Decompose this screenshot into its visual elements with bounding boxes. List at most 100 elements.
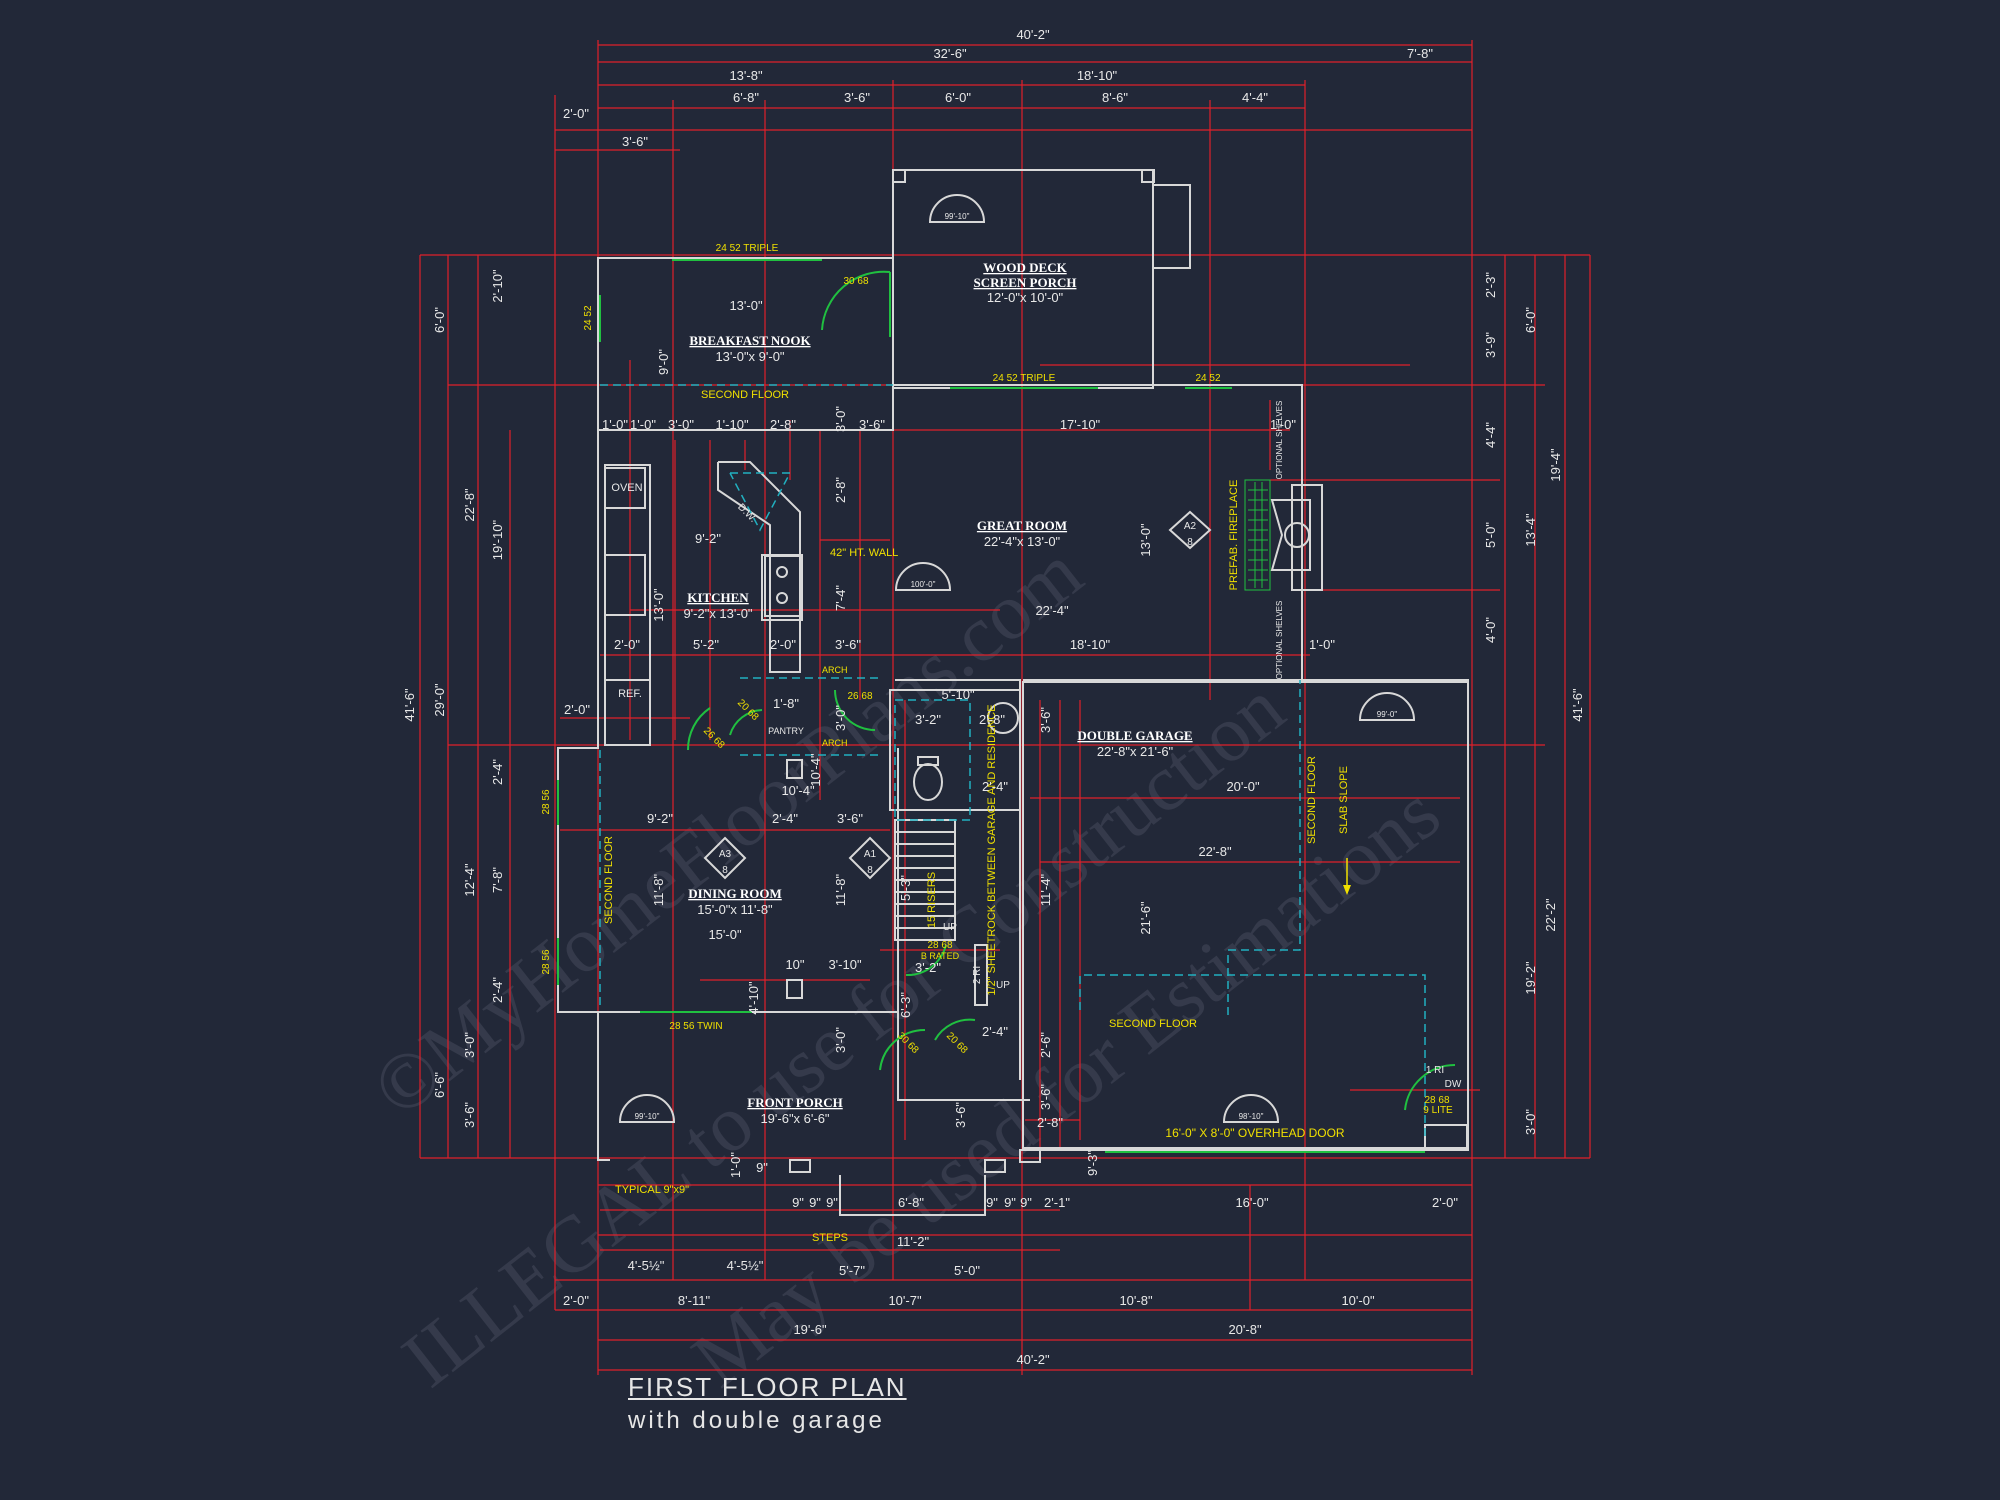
dim-d12: 3'-10" xyxy=(828,957,862,972)
second-floor-label-2: SECOND FLOOR xyxy=(603,836,615,924)
section-marker-a3: A3 8 xyxy=(703,836,747,880)
dim-d15: 3'-0" xyxy=(833,1027,848,1053)
dim-great-wide: 22'-4" xyxy=(1035,603,1069,618)
dim-d1: 9'-2" xyxy=(647,811,673,826)
dim-m5: 3'-2" xyxy=(915,712,941,727)
fan-label-1: 99'-10" xyxy=(945,212,970,221)
fan-label-4: 99'-10" xyxy=(635,1112,660,1121)
door-2868-b-label: 28 68 xyxy=(1424,1095,1449,1106)
door-2668-b-label: 26 68 xyxy=(847,691,872,702)
second-floor-label-3: SECOND FLOOR xyxy=(1109,1018,1197,1030)
door-2668-a-label: 26 68 xyxy=(701,725,727,751)
dim-d16: 6'-3" xyxy=(898,992,913,1018)
dim-r7: 3'-6" xyxy=(859,417,885,432)
dim-m2: 5'-10" xyxy=(941,687,975,702)
typical-post-label: TYPICAL 9"x9" xyxy=(615,1184,689,1196)
dim-k9: 3'-6" xyxy=(835,637,861,652)
dim-b17: 5'-7" xyxy=(839,1263,865,1278)
ri-label-2: 2 RI xyxy=(972,966,983,984)
dim-d3: 3'-6" xyxy=(837,811,863,826)
room-great-room-size: 22'-4"x 13'-0" xyxy=(984,534,1061,549)
dim-d7: 15'-0" xyxy=(708,927,742,942)
dim-r2: 1'-0" xyxy=(630,417,656,432)
oven-label: OVEN xyxy=(611,482,642,494)
garage-up-label: UP xyxy=(996,980,1010,991)
dim-d17: 2'-4" xyxy=(982,1024,1008,1039)
steps-label: STEPS xyxy=(812,1232,848,1244)
window-2452-a-label: 24 52 xyxy=(1195,373,1220,384)
section-a1-label: A1 xyxy=(864,849,877,860)
dim-l6: 19'-10" xyxy=(490,519,505,560)
dim-l2: 2'-10" xyxy=(490,269,505,303)
dim-rr6: 5'-0" xyxy=(1483,522,1498,548)
fan-label-5: 98'-10" xyxy=(1239,1112,1264,1121)
section-marker-a1: A1 8 xyxy=(848,836,892,880)
dim-k4: 13'-0" xyxy=(651,588,666,622)
room-great-room: GREAT ROOM xyxy=(977,518,1067,533)
dim-b23: 10'-0" xyxy=(1341,1293,1375,1308)
dim-l12: 3'-0" xyxy=(462,1032,477,1058)
section-a2-label: A2 xyxy=(1184,521,1197,532)
dim-r3: 3'-0" xyxy=(668,417,694,432)
dim-d9: 21'-6" xyxy=(1138,901,1153,935)
toilet-icon xyxy=(913,702,1019,801)
dim-k11: 1'-0" xyxy=(1309,637,1335,652)
dim-top-g: 6'-0" xyxy=(945,90,971,105)
plan-subtitle: with double garage xyxy=(628,1407,885,1434)
dim-d5: 11'-8" xyxy=(651,874,666,907)
dim-b22: 10'-8" xyxy=(1119,1293,1153,1308)
fan-label-3: 99'-0" xyxy=(1377,710,1398,719)
room-wood-deck-size: 12'-0"x 10'-0" xyxy=(987,290,1064,305)
dim-b7: 9" xyxy=(986,1195,998,1210)
room-wood-deck: WOOD DECK xyxy=(983,260,1067,275)
wall-height-note: 42" HT. WALL xyxy=(830,547,898,559)
dim-b10: 2'-1" xyxy=(1044,1195,1070,1210)
sheetrock-note: 1/2" SHEETROCK BETWEEN GARAGE AND RESIDE… xyxy=(986,704,998,995)
dim-b12: 2'-0" xyxy=(1432,1195,1458,1210)
door-3068-label: 30 68 xyxy=(843,276,868,287)
arch-label-1: ARCH xyxy=(822,665,848,675)
dim-d14: 4'-10" xyxy=(746,981,761,1015)
room-garage-size: 22'-8"x 21'-6" xyxy=(1097,744,1174,759)
room-front-porch: FRONT PORCH xyxy=(747,1095,842,1110)
dim-l10: 2'-4" xyxy=(490,977,505,1003)
dim-rr8: 4'-0" xyxy=(1483,617,1498,643)
section-marker-a2: A2 8 xyxy=(1168,510,1212,550)
window-2856-b-label: 28 56 xyxy=(541,949,552,974)
plan-title: FIRST FLOOR PLAN xyxy=(628,1372,907,1402)
dim-k2: 2'-8" xyxy=(833,477,848,503)
dim-d20: 3'-6" xyxy=(953,1102,968,1128)
dim-m11: 20'-0" xyxy=(1226,779,1260,794)
dim-top-j: 2'-0" xyxy=(563,106,589,121)
dim-rr2: 6'-0" xyxy=(1523,307,1538,333)
stair-up-label: UP xyxy=(943,922,957,933)
dim-m7: 3'-6" xyxy=(1038,707,1053,733)
dim-top-d: 18'-10" xyxy=(1077,68,1118,83)
dim-r8: 17'-10" xyxy=(1060,417,1101,432)
dim-b19: 2'-0" xyxy=(563,1293,589,1308)
dim-l3: 41'-6" xyxy=(402,688,417,722)
room-kitchen-size: 9'-2"x 13'-0" xyxy=(683,606,752,621)
arch-label-2: ARCH xyxy=(822,738,848,748)
dim-b24: 19'-6" xyxy=(793,1322,827,1337)
dim-k6: 2'-0" xyxy=(614,637,640,652)
dim-d8: 11'-4" xyxy=(1038,874,1053,907)
slab-slope-label: SLAB SLOPE xyxy=(1338,766,1350,834)
notes: OVEN REF. PANTRY D.W. SECOND FLOOR SECON… xyxy=(603,389,1462,1244)
risers-label: 15 RISERS xyxy=(926,872,938,928)
dim-b3: 9" xyxy=(792,1195,804,1210)
dim-rr10: 22'-2" xyxy=(1543,898,1558,932)
section-a2-sheet: 8 xyxy=(1187,537,1193,548)
dim-top-b: 7'-8" xyxy=(1407,46,1433,61)
dim-top-k: 3'-6" xyxy=(622,134,648,149)
room-dining-size: 15'-0"x 11'-8" xyxy=(697,902,773,917)
dim-d13: 3'-2" xyxy=(915,960,941,975)
dim-rr5: 19'-4" xyxy=(1548,448,1563,482)
dim-r9: 1'-0" xyxy=(1270,417,1296,432)
dim-l8: 12'-4" xyxy=(462,863,477,897)
fireplace-icon xyxy=(1244,479,1311,591)
dim-b11: 16'-0" xyxy=(1235,1195,1269,1210)
dim-m6: 2'-8" xyxy=(979,712,1005,727)
dim-rr12: 3'-0" xyxy=(1523,1109,1538,1135)
section-markers: A2 8 A3 8 A1 8 xyxy=(703,510,1212,880)
